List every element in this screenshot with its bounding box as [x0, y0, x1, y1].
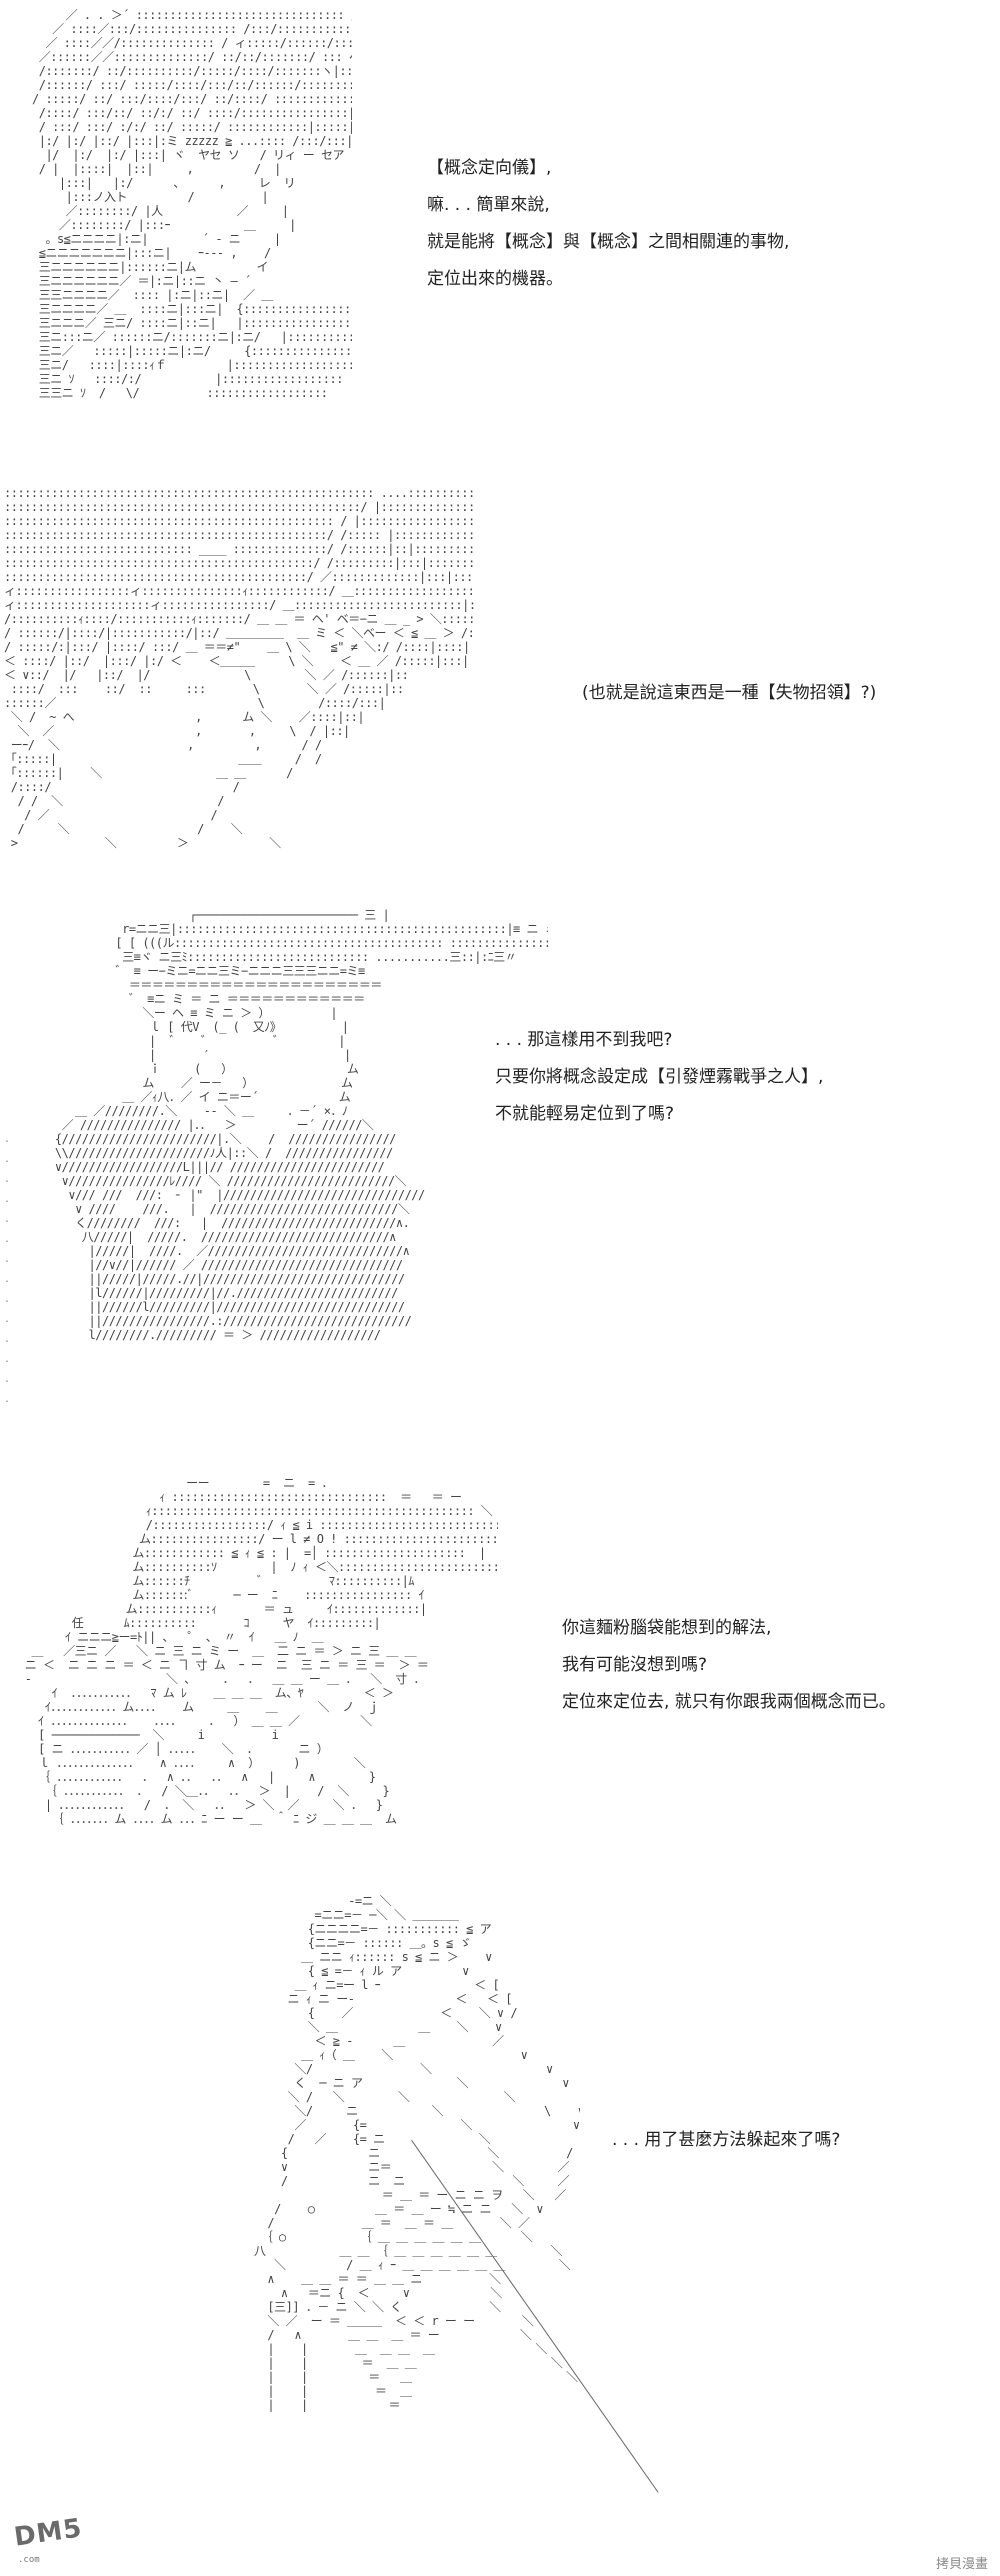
site-logo-subtext: .com [18, 2555, 40, 2565]
dialogue-line: 只要你將概念設定成【引發煙霧戰爭之人】, [495, 1067, 824, 1087]
dialogue-line: 嘛. . . 簡單來說, [427, 195, 550, 215]
dialogue-1: 【概念定向儀】, 嘛. . . 簡單來說, 就是能將【概念】與【概念】之間相關連… [427, 150, 789, 298]
dialogue-2: (也就是說這東西是一種【失物招領】?) [582, 675, 876, 712]
panel-1: ／ . . ＞´ :::::::::::::::::::::::::::::::… [0, 0, 1000, 470]
dialogue-line: 你這麵粉腦袋能想到的解法, [562, 1618, 772, 1638]
dialogue-line: 我有可能沒想到嗎? [562, 1655, 708, 1675]
ascii-art-character-4: ーー = ニ = ． ｨ :::::::::::::::::::::::::::… [24, 1476, 498, 1826]
dialogue-3: . . . 那這樣用不到我吧? 只要你將概念設定成【引發煙霧戰爭之人】, 不就能… [495, 1022, 823, 1133]
panel-2: ::::::::::::::::::::::::::::::::::::::::… [0, 480, 1000, 890]
dialogue-line: 不就能輕易定位到了嗎? [495, 1104, 675, 1124]
dialogue-line: 定位來定位去, 就只有你跟我兩個概念而已。 [562, 1692, 896, 1712]
panel-3: . . . . . . . . . . . . . . ┌───────────… [0, 900, 1000, 1460]
ascii-art-character-5: -=ニ ＼ =ニニ=－ ─＼ ＼ ＿＿＿＿ {ニニニニ=－ ::::::::::… [253, 1894, 580, 2412]
dialogue-4: 你這麵粉腦袋能想到的解法, 我有可能沒想到嗎? 定位來定位去, 就只有你跟我兩個… [562, 1610, 896, 1721]
ascii-art-character-2: ::::::::::::::::::::::::::::::::::::::::… [4, 486, 474, 850]
dialogue-line: . . . 用了甚麼方法躲起來了嗎? [612, 2130, 841, 2150]
dialogue-line: . . . 那這樣用不到我吧? [495, 1030, 673, 1050]
dialogue-line: (也就是說這東西是一種【失物招領】?) [582, 683, 877, 703]
panel-4: ーー = ニ = ． ｨ :::::::::::::::::::::::::::… [0, 1470, 1000, 1880]
decorative-dots: . . . . . . . . . . . . . . [4, 1134, 11, 1405]
ascii-art-character-3: ┌──────────────────────── 三 | r=ニニ三|::::… [54, 908, 548, 1342]
dialogue-5: . . . 用了甚麼方法躲起來了嗎? [612, 2122, 840, 2159]
ascii-art-character-1: ／ . . ＞´ :::::::::::::::::::::::::::::::… [32, 8, 352, 400]
dialogue-line: 【概念定向儀】, [427, 158, 552, 178]
dialogue-line: 就是能將【概念】與【概念】之間相關連的事物, [427, 232, 790, 252]
dialogue-line: 定位出來的機器。 [427, 269, 563, 289]
panel-5: -=ニ ＼ =ニニ=－ ─＼ ＼ ＿＿＿＿ {ニニニニ=－ ::::::::::… [0, 1890, 1000, 2576]
watermark: 拷貝漫畫 [935, 2557, 988, 2572]
